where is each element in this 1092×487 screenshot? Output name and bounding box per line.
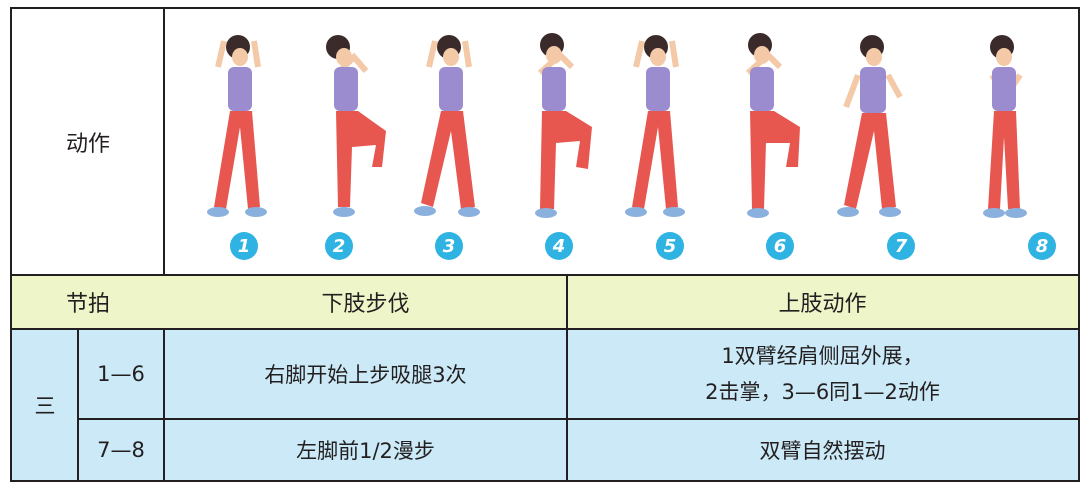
step-number-badge-5: 5 bbox=[656, 232, 684, 260]
step-number-badge-3: 3 bbox=[435, 232, 463, 260]
divider bbox=[163, 9, 165, 275]
row2-upper-limb: 双臂自然摆动 bbox=[567, 419, 1078, 480]
divider bbox=[12, 328, 1078, 330]
dancer-illustration bbox=[625, 35, 685, 217]
step-number-badge-4: 4 bbox=[545, 232, 573, 260]
dancer-figure-5 bbox=[614, 27, 704, 247]
dancer-illustration bbox=[983, 35, 1027, 218]
step-number-badge-8: 8 bbox=[1028, 232, 1056, 260]
divider bbox=[78, 418, 1078, 420]
dancer-illustration bbox=[535, 33, 592, 218]
divider bbox=[566, 275, 568, 480]
dancer-figure-4 bbox=[510, 27, 600, 247]
divider bbox=[77, 329, 79, 480]
step-number-badge-7: 7 bbox=[887, 232, 915, 260]
row2-beat-text: 7—8 bbox=[97, 437, 145, 462]
row1-lower-limb: 右脚开始上步吸腿3次 bbox=[164, 329, 567, 419]
row1-beat-text: 1—6 bbox=[97, 362, 145, 386]
header-upper-limb-text: 上肢动作 bbox=[778, 292, 867, 317]
dancer-illustration bbox=[837, 35, 903, 217]
row1-upper-limb-line2: 2击掌，3—6同1—2动作 bbox=[705, 380, 940, 404]
section-number: 三 bbox=[34, 393, 56, 418]
dancer-illustration bbox=[414, 35, 480, 217]
row2-lower-limb-text: 左脚前1/2漫步 bbox=[296, 438, 435, 463]
exercise-table: 动作 bbox=[10, 7, 1080, 482]
dancer-figure-8 bbox=[964, 27, 1054, 247]
step-number-badge-6: 6 bbox=[766, 232, 794, 260]
header-beat: 节拍 bbox=[12, 275, 164, 329]
dancer-figure-3 bbox=[407, 27, 497, 247]
dancer-illustration bbox=[326, 35, 386, 217]
dancer-illustration bbox=[207, 35, 267, 217]
header-beat-text: 节拍 bbox=[65, 292, 110, 317]
row2-beat: 7—8 bbox=[78, 419, 164, 480]
row2-upper-limb-text: 双臂自然摆动 bbox=[759, 438, 886, 463]
row1-lower-limb-text: 右脚开始上步吸腿3次 bbox=[264, 363, 467, 387]
step-number-badge-2: 2 bbox=[325, 232, 353, 260]
row1-upper-limb-line1: 1双臂经肩侧屈外展， bbox=[721, 344, 924, 368]
header-lower-limb: 下肢步伐 bbox=[164, 275, 567, 329]
section-cell: 三 bbox=[12, 329, 78, 480]
action-figures: 1 2 3 4 5 6 7 8 bbox=[164, 9, 1078, 275]
divider bbox=[12, 274, 1078, 276]
step-number-badge-1: 1 bbox=[230, 232, 258, 260]
header-upper-limb: 上肢动作 bbox=[567, 275, 1078, 329]
dancer-figure-1 bbox=[196, 27, 286, 247]
row1-upper-limb: 1双臂经肩侧屈外展， 2击掌，3—6同1—2动作 bbox=[567, 329, 1078, 419]
dancer-illustration bbox=[745, 33, 800, 218]
dancer-figure-7 bbox=[826, 27, 916, 247]
dancer-figure-6 bbox=[718, 27, 808, 247]
action-label-text: 动作 bbox=[65, 132, 110, 157]
divider bbox=[163, 329, 165, 480]
action-row-label: 动作 bbox=[12, 9, 164, 275]
header-lower-limb-text: 下肢步伐 bbox=[321, 292, 410, 317]
dancer-figure-2 bbox=[304, 27, 394, 247]
row1-beat: 1—6 bbox=[78, 329, 164, 419]
row2-lower-limb: 左脚前1/2漫步 bbox=[164, 419, 567, 480]
